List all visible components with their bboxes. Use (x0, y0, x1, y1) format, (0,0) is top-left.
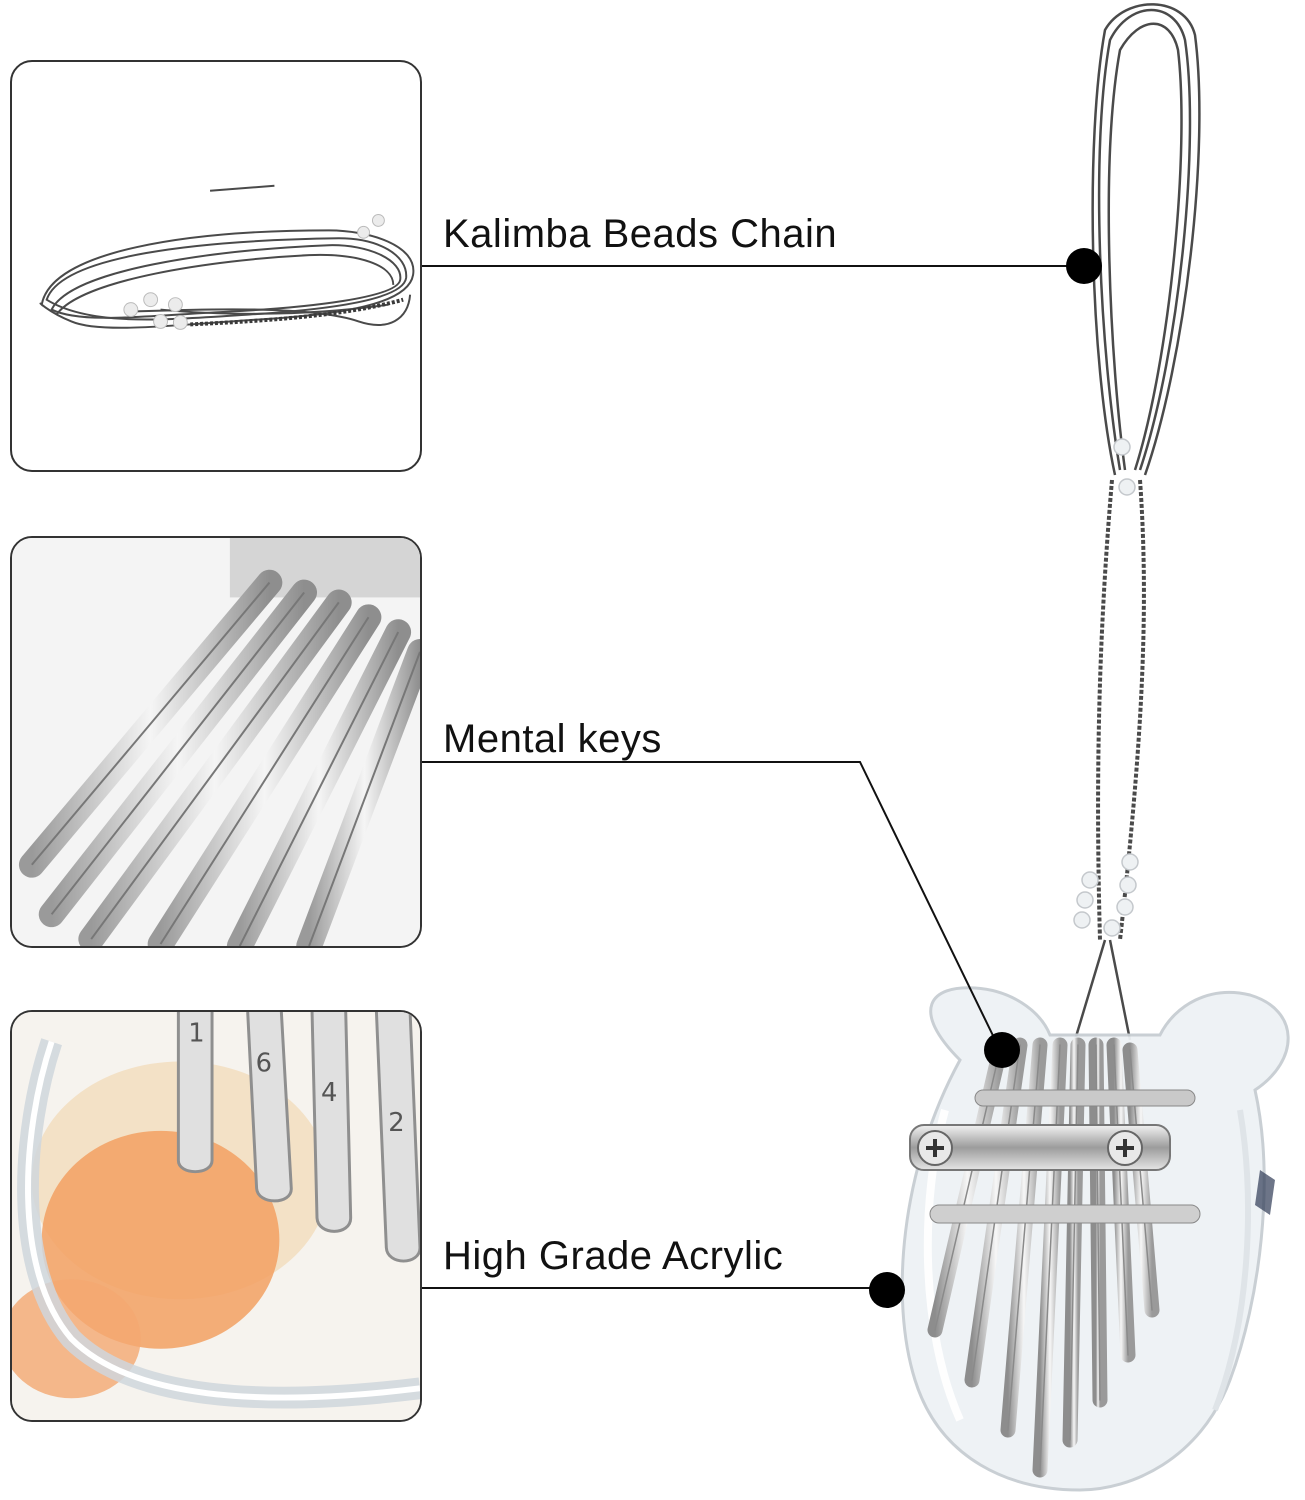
key-number-4: 4 (321, 1078, 337, 1108)
keys-detail-panel (10, 536, 422, 948)
leader-dots (869, 248, 1102, 1308)
leader-lines (422, 265, 1082, 1289)
screw-icon (917, 1130, 953, 1166)
support-rods (929, 1089, 1201, 1224)
key-number-2: 2 (388, 1108, 404, 1138)
screw-icon (1107, 1130, 1143, 1166)
necklace-beads (1073, 438, 1139, 937)
keys-leader-line (422, 761, 1001, 1051)
callout-beads-chain: Kalimba Beads Chain (443, 212, 838, 256)
acrylic-detail-panel: 1 6 4 2 (10, 1010, 422, 1422)
chain-callout-dot (1066, 248, 1102, 284)
callout-metal-keys: Mental keys (443, 717, 662, 761)
beads-chain-image (39, 184, 415, 330)
metal-keys-image (12, 538, 420, 946)
callout-acrylic: High Grade Acrylic (443, 1234, 784, 1278)
chain-detail-panel (10, 60, 422, 472)
acrylic-body-image: 1 6 4 2 (12, 1012, 420, 1420)
acrylic-callout-dot (869, 1272, 905, 1308)
key-number-6: 6 (256, 1048, 272, 1078)
bridge-bar (909, 1124, 1171, 1171)
key-number-1: 1 (188, 1019, 204, 1049)
necklace-cord (1073, 3, 1201, 1041)
keys-callout-dot (984, 1032, 1020, 1068)
